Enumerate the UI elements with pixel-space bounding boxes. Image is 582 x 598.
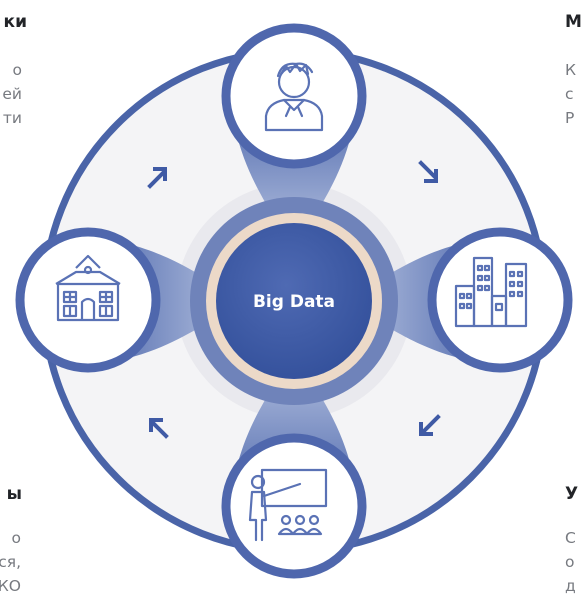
arrow-south-east-icon	[418, 160, 438, 183]
right-node	[427, 227, 573, 373]
top-left-line-1: о	[12, 61, 22, 79]
bottom-right-line-1: С	[565, 529, 576, 547]
person-icon	[264, 62, 324, 132]
top-right-heading: М	[565, 12, 582, 32]
top-right-line-1: К	[565, 61, 577, 79]
top-left-heading: ки	[3, 12, 27, 32]
top-right-line-3: Р	[565, 109, 575, 127]
center-circle	[216, 223, 372, 379]
arrow-north-west-icon	[149, 418, 169, 439]
bottom-right-heading: У	[565, 484, 579, 504]
top-left-line-3: ти	[2, 109, 22, 127]
bottom-left-heading: ы	[6, 484, 22, 504]
arrow-north-east-icon	[147, 167, 167, 189]
arrow-south-west-icon	[419, 414, 441, 436]
bottom-left-line-3: КО	[0, 577, 21, 595]
school-building-icon	[55, 254, 121, 322]
bottom-right-line-3: д	[565, 577, 576, 595]
bottom-left-line-1: о	[11, 529, 21, 547]
top-left-line-2: ей	[2, 85, 22, 103]
center-label: Big Data	[253, 292, 335, 312]
teacher-presentation-icon	[248, 468, 328, 542]
city-buildings-icon	[454, 256, 528, 328]
bottom-left-line-2: ся,	[0, 553, 21, 571]
top-right-line-2: с	[565, 85, 574, 103]
bottom-right-line-2: о	[565, 553, 575, 571]
